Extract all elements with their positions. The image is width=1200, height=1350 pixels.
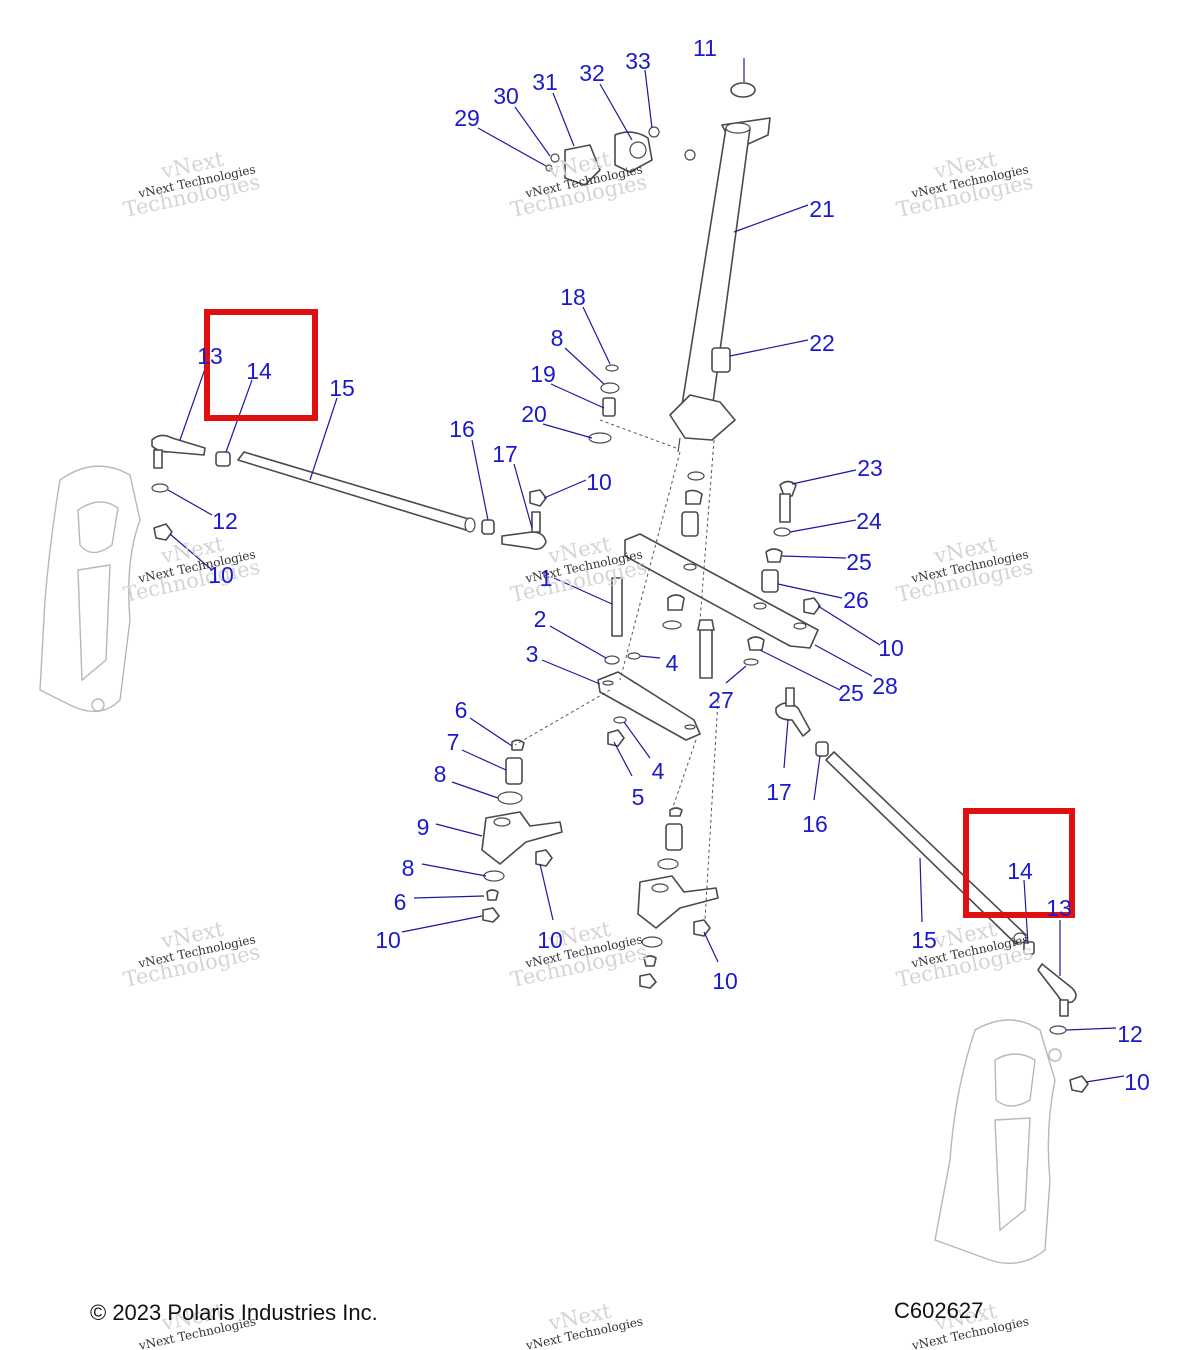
callout-number: 4 <box>652 758 665 784</box>
left-spindle-ghost <box>39 465 141 713</box>
right-tie-rod <box>775 687 1089 1093</box>
callout-number: 1 <box>540 565 553 591</box>
callout-number: 25 <box>838 680 864 706</box>
callout-number: 16 <box>449 416 475 442</box>
handlebar-clamp-assembly <box>545 126 696 186</box>
callout-number: 10 <box>712 968 738 994</box>
callout-number: 4 <box>666 650 679 676</box>
callout-number: 10 <box>586 469 612 495</box>
callout-number: 10 <box>537 927 563 953</box>
callout-number: 31 <box>532 69 558 95</box>
callout-number: 3 <box>526 641 539 667</box>
callout-number: 20 <box>521 401 547 427</box>
callout-number: 24 <box>856 508 882 534</box>
center-arm <box>597 577 701 747</box>
callout-number: 16 <box>802 811 828 837</box>
callout-number: 12 <box>1117 1021 1143 1047</box>
callout-number: 9 <box>417 814 430 840</box>
callout-number: 17 <box>766 779 792 805</box>
callout-number: 5 <box>632 784 645 810</box>
right-hardware-stack <box>697 480 821 679</box>
callout-number: 8 <box>402 855 415 881</box>
callout-number: 29 <box>454 105 480 131</box>
callout-number: 15 <box>329 375 355 401</box>
left-tie-rod <box>151 434 547 550</box>
steering-column <box>669 82 771 453</box>
callout-number: 17 <box>492 441 518 467</box>
right-mount-bracket <box>637 807 719 989</box>
callout-number: 11 <box>693 35 717 61</box>
highlight-box-left <box>204 309 318 421</box>
callout-number: 14 <box>246 358 272 384</box>
left-mount-bracket <box>481 739 563 923</box>
callout-number: 6 <box>455 697 468 723</box>
leader-lines <box>167 58 1125 1083</box>
callout-number: 22 <box>809 330 835 356</box>
callout-number: 10 <box>1124 1069 1150 1095</box>
callout-number: 19 <box>530 361 556 387</box>
callout-number: 27 <box>708 687 734 713</box>
drawing-code: C602627 <box>894 1298 984 1323</box>
highlight-box-right <box>963 808 1075 918</box>
callout-number: 25 <box>846 549 872 575</box>
callout-number: 7 <box>447 729 460 755</box>
callout-number: 18 <box>560 284 586 310</box>
callout-number: 2 <box>534 606 547 632</box>
callout-number: 10 <box>208 562 234 588</box>
pitman-link <box>624 471 819 649</box>
callout-number: 8 <box>434 761 447 787</box>
callout-number: 30 <box>493 83 519 109</box>
callout-number: 14 <box>1007 858 1033 884</box>
callout-number: 28 <box>872 673 898 699</box>
callout-number: 21 <box>809 196 835 222</box>
right-spindle-ghost <box>934 1019 1062 1264</box>
callout-number: 13 <box>197 343 223 369</box>
callout-number: 15 <box>911 927 937 953</box>
callout-number: 10 <box>878 635 904 661</box>
callout-number: 23 <box>857 455 883 481</box>
callout-number: 8 <box>551 325 564 351</box>
callout-number: 10 <box>375 927 401 953</box>
callout-number: 6 <box>394 889 407 915</box>
copyright-notice: © 2023 Polaris Industries Inc. <box>90 1300 378 1325</box>
callout-number: 12 <box>212 508 238 534</box>
alignment-lines <box>514 419 719 921</box>
callout-number: 26 <box>843 587 869 613</box>
column-hardware <box>588 364 620 444</box>
callout-number: 33 <box>625 48 651 74</box>
callout-number: 32 <box>579 60 605 86</box>
callout-number: 13 <box>1046 895 1072 921</box>
watermarks: Technologies vNext vNext Technologies Te… <box>121 147 1035 1350</box>
